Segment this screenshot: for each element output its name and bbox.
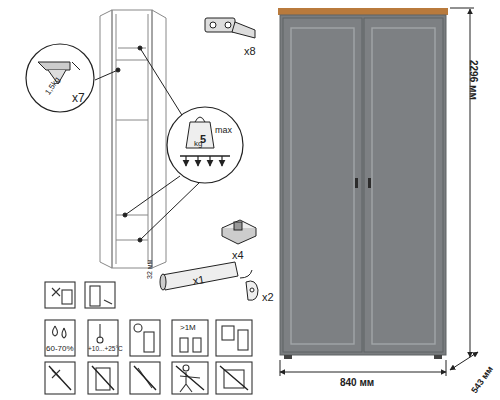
shelf-support-icon [26,44,94,112]
dimension-label: 32 мм [146,260,153,279]
temperature-label: +10...+25°C [88,346,123,353]
count-label: x2 [262,292,274,303]
count-label: x8 [244,46,256,57]
dimension-label: 2296 мм [468,60,478,100]
cabinet-sketch [100,10,166,268]
dimension-lines [280,8,478,376]
foot-icon [222,220,256,244]
humidity-label: 60-70% [46,345,74,353]
rod-holder-icon [246,281,258,300]
count-label: x4 [232,250,244,261]
weight-unit: kg [194,140,202,148]
dimension-label: 543 мм [470,365,495,395]
count-label: x1 [192,274,205,287]
weight-note: max [215,126,232,135]
distance-label: >1M [180,324,196,332]
hanging-rod-icon [160,262,252,290]
hinge-icon [205,18,255,38]
count-label: x7 [72,92,85,104]
wardrobe-front [278,8,448,359]
care-icons [45,282,252,394]
weight-limit-icon [167,107,243,183]
dimension-label: 840 мм [340,378,374,388]
